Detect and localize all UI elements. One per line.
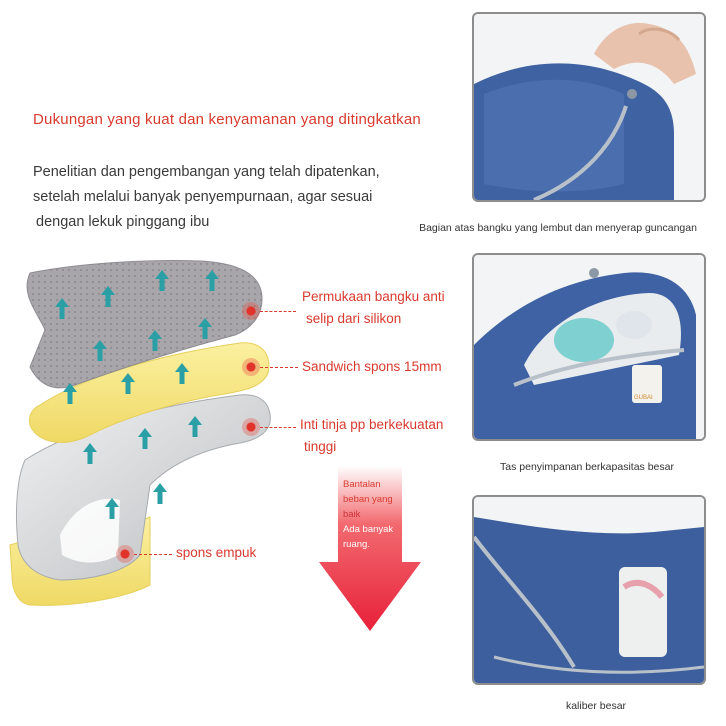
- callout-leader: [260, 367, 298, 368]
- callout-leader: [260, 427, 296, 428]
- headline: Dukungan yang kuat dan kenyamanan yang d…: [33, 111, 421, 128]
- intro-line: dengan lekuk pinggang ibu: [36, 214, 210, 230]
- callout-soft-sponge: spons empuk: [176, 545, 257, 560]
- caption-large-pocket: kaliber besar: [565, 700, 627, 712]
- red-down-arrow: [319, 466, 421, 631]
- callout-line: Inti tinja pp berkekuatan: [300, 417, 444, 432]
- callout-leader: [134, 554, 172, 555]
- intro-line: Penelitian dan pengembangan yang telah d…: [33, 164, 380, 180]
- brand-label: GUBAI: [634, 395, 653, 401]
- callout-pp-core: Inti tinja pp berkekuatan tinggi: [300, 414, 443, 458]
- storage-bag-image: [474, 255, 704, 439]
- arrow-text-line: ruang.: [343, 539, 370, 550]
- photo-seat-top: [472, 12, 706, 202]
- callout-line: Permukaan bangku anti: [302, 289, 445, 304]
- callout-dot: [116, 545, 134, 563]
- intro-paragraph: Penelitian dan pengembangan yang telah d…: [33, 160, 443, 235]
- caption-storage-bag: Tas penyimpanan berkapasitas besar: [500, 461, 674, 473]
- callout-leader: [260, 311, 296, 312]
- callout-silicone: Permukaan bangku anti selip dari silikon: [302, 286, 445, 330]
- arrow-text-line: Ada banyak: [343, 524, 394, 535]
- sandwich-sponge-layer: [29, 342, 270, 443]
- arrow-text-line: beban yang: [343, 494, 393, 505]
- intro-line: setelah melalui banyak penyempurnaan, ag…: [33, 189, 373, 205]
- arrow-text-line: baik: [343, 509, 361, 520]
- arrow-text-line: Bantalan: [343, 479, 381, 490]
- callout-dot: [242, 418, 260, 436]
- seat-layers-illustration: [9, 260, 271, 606]
- callout-dot: [242, 302, 260, 320]
- large-pocket-image: [474, 497, 704, 683]
- caption-seat-top: Bagian atas bangku yang lembut dan menye…: [419, 222, 697, 234]
- arrow-text: Bantalan beban yang baik Ada banyak ruan…: [343, 477, 413, 552]
- callout-line: selip dari silikon: [306, 311, 402, 326]
- photo-large-pocket: [472, 495, 706, 685]
- photo-storage-bag: GUBAI: [472, 253, 706, 441]
- seat-top-image: [474, 14, 704, 200]
- callout-sandwich: Sandwich spons 15mm: [302, 359, 442, 374]
- callout-line: tinggi: [304, 439, 337, 454]
- callout-dot: [242, 358, 260, 376]
